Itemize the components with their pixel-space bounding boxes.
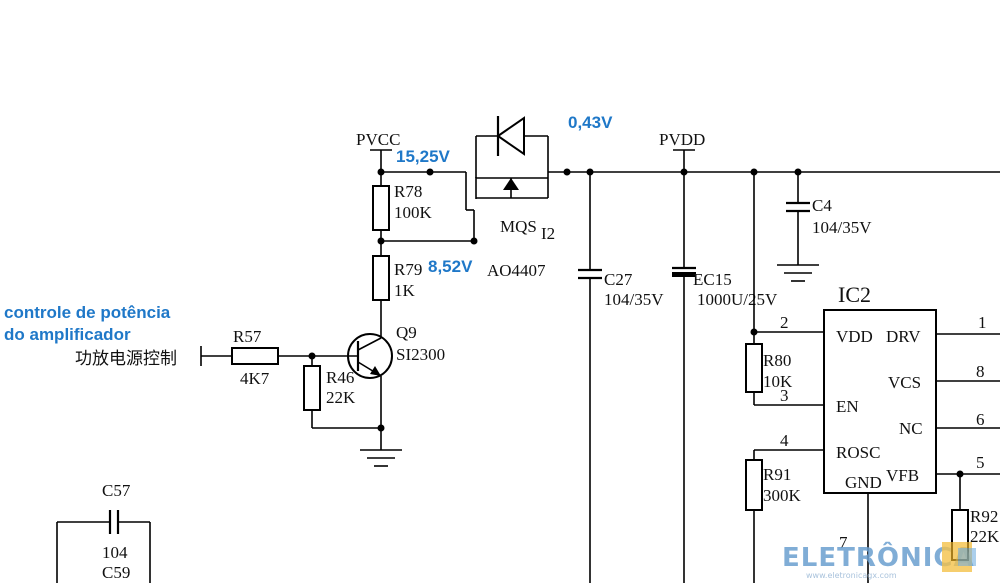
ic2-pin-number-8: 8	[976, 362, 985, 381]
transistor-q9: Q9 SI2300	[347, 323, 445, 450]
q9-part: SI2300	[396, 345, 445, 364]
ic2-pin-gnd: GND	[845, 473, 882, 492]
ic2-ref: IC2	[838, 282, 871, 307]
r79-ref: R79	[394, 260, 422, 279]
mosfet-ref-suffix: I2	[541, 224, 555, 243]
ic2-pin-vdd: VDD	[836, 327, 873, 346]
capacitor-c27: C27 104/35V	[578, 268, 664, 309]
mosfet-part: AO4407	[487, 261, 546, 280]
ec15-ref: EC15	[693, 270, 732, 289]
pvdd-power-symbol: PVDD	[659, 130, 705, 172]
watermark-brand: ELETRÔNICA	[782, 541, 975, 573]
ground-symbol-q9	[360, 449, 402, 467]
voltage-gate: 8,52V	[428, 257, 473, 276]
mosfet-mqs: MQS I2 AO4407	[465, 116, 555, 280]
ic2-pin-number-1: 1	[978, 313, 987, 332]
watermark-url: www.eletronicagx.com	[806, 571, 897, 580]
r91-ref: R91	[763, 465, 791, 484]
ic2-pin-number-6: 6	[976, 410, 985, 429]
ic2-pin-number-3: 3	[780, 386, 789, 405]
resistor-r91: R91 300K	[745, 459, 802, 511]
capacitor-c4: C4 104/35V	[786, 196, 872, 237]
resistor-r80: R80 10K	[745, 343, 793, 393]
ic2-pin-vfb: VFB	[886, 466, 919, 485]
r46-ref: R46	[326, 368, 354, 387]
r80-value: 10K	[763, 372, 793, 391]
r57-value: 4K7	[240, 369, 270, 388]
pvcc-power-symbol: PVCC	[356, 130, 400, 172]
resistor-r57: R57 4K7	[231, 327, 279, 388]
c27-value: 104/35V	[604, 290, 664, 309]
ic2-pin-rosc: ROSC	[836, 443, 880, 462]
ic2-pin-number-5: 5	[976, 453, 985, 472]
ec15-value: 1000U/25V	[697, 290, 778, 309]
r79-value: 1K	[394, 281, 416, 300]
ic2-pin-nc: NC	[899, 419, 923, 438]
annotation-line-2: do amplificador	[4, 325, 131, 344]
ic2-pin-number-4: 4	[780, 431, 789, 450]
r80-ref: R80	[763, 351, 791, 370]
voltage-source: 15,25V	[396, 147, 451, 166]
pvcc-label: PVCC	[356, 130, 400, 149]
resistor-r79: R79 1K	[372, 255, 422, 301]
c57-value: 104	[102, 543, 128, 562]
r57-ref: R57	[233, 327, 262, 346]
ic2-pin-vcs: VCS	[888, 373, 921, 392]
voltage-drain: 0,43V	[568, 113, 613, 132]
q9-ref: Q9	[396, 323, 417, 342]
c4-value: 104/35V	[812, 218, 872, 237]
annotation-line-1: controle de potência	[4, 303, 171, 322]
watermark-logo: ELETRÔNICA www.eletronicagx.com	[782, 541, 976, 580]
ground-symbol-c4	[777, 264, 819, 282]
r46-value: 22K	[326, 388, 356, 407]
r78-ref: R78	[394, 182, 422, 201]
resistor-r78: R78 100K	[372, 182, 433, 231]
ic2-pin-drv: DRV	[886, 327, 921, 346]
input-label: 功放电源控制	[75, 349, 177, 368]
ic2-pin-en: EN	[836, 397, 859, 416]
ic2-pin-number-7: 7	[839, 533, 848, 552]
r91-value: 300K	[763, 486, 802, 505]
ic2-chip: IC2 VDD EN ROSC GND DRV VCS NC VFB	[823, 282, 937, 494]
c57-ref: C57	[102, 481, 131, 500]
c59-ref: C59	[102, 563, 130, 582]
capacitor-ec15: EC15 1000U/25V	[672, 266, 778, 309]
r78-value: 100K	[394, 203, 433, 222]
resistor-r46: R46 22K	[303, 365, 356, 411]
pvdd-label: PVDD	[659, 130, 705, 149]
c27-ref: C27	[604, 270, 633, 289]
r92-ref: R92	[970, 507, 998, 526]
r92-value: 22K	[970, 527, 1000, 546]
ic2-pin-number-2: 2	[780, 313, 789, 332]
c4-ref: C4	[812, 196, 832, 215]
mosfet-ref: MQS	[500, 217, 537, 236]
